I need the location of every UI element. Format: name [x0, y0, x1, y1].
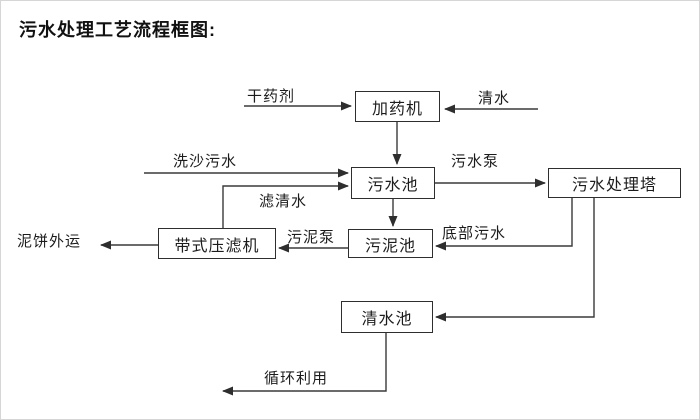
edge-tower-to-clean-water-pool [435, 198, 595, 322]
node-sludge-pool: 污泥池 [348, 229, 433, 258]
label-dry-agent: 干药剂 [247, 88, 296, 105]
diagram-title: 污水处理工艺流程框图: [19, 20, 216, 40]
label-recycle-use: 循环利用 [264, 370, 329, 387]
edge-bottom-sewage [435, 198, 573, 251]
node-belt-filter-press: 带式压滤机 [158, 228, 276, 259]
node-dosing-machine: 加药机 [355, 91, 440, 122]
edge-recycle-use [222, 333, 387, 396]
label-sand-washing-sewage: 洗沙污水 [173, 153, 238, 170]
node-clean-water-pool: 清水池 [341, 301, 433, 333]
label-sludge-pump: 污泥泵 [287, 229, 336, 246]
node-sewage-pool: 污水池 [351, 167, 435, 199]
label-filtered-water: 滤清水 [259, 193, 308, 210]
label-clean-water: 清水 [478, 90, 511, 107]
label-bottom-sewage: 底部污水 [442, 225, 507, 242]
label-sewage-pump: 污水泵 [451, 153, 500, 170]
node-sewage-treatment-tower: 污水处理塔 [548, 168, 681, 198]
label-mud-cake-out: 泥饼外运 [17, 233, 82, 250]
edge-filtered-water [222, 181, 349, 228]
